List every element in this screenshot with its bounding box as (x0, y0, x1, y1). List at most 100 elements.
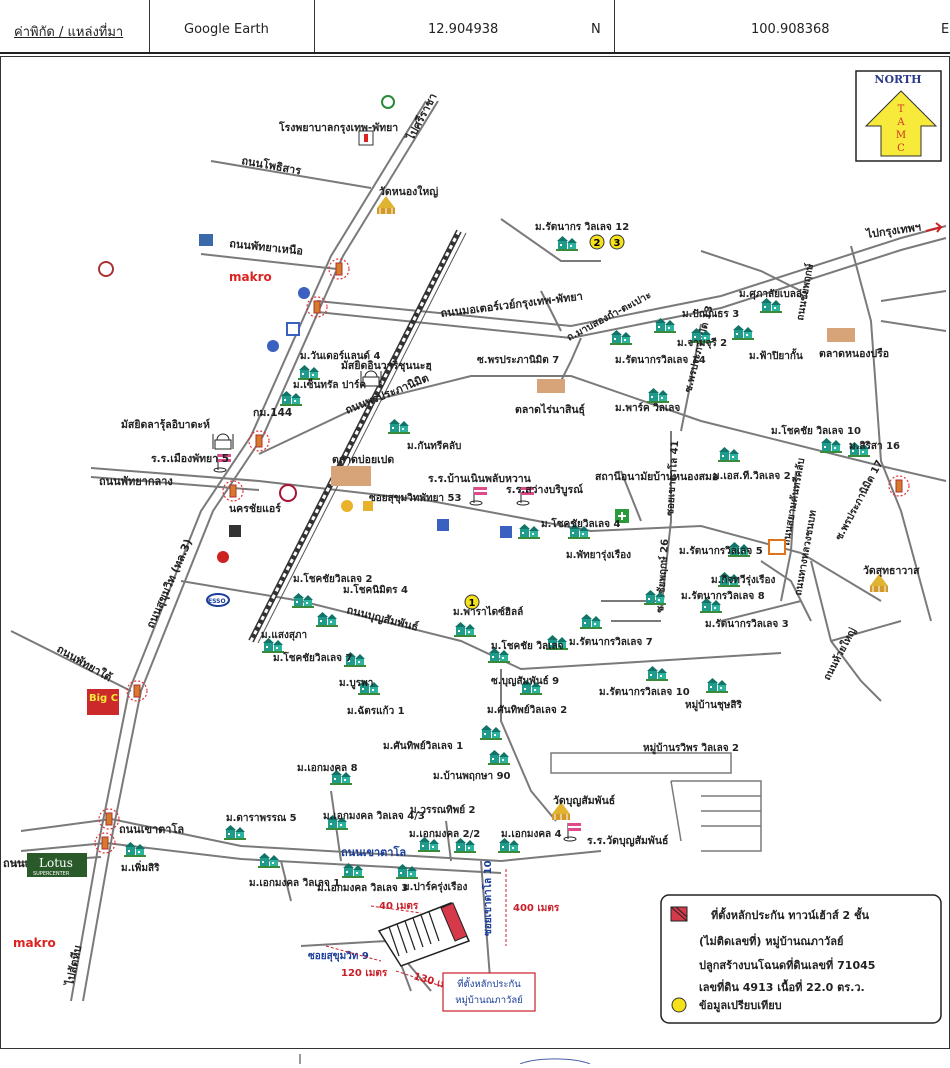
village-label: ม.กันทรีคลับ (407, 440, 461, 452)
header-latitude-cell: 12.904938 N (315, 0, 615, 52)
road-label-soi-53: ซอยสุขุมวิทพัทยา 53 (369, 492, 461, 504)
svg-text:2: 2 (594, 238, 601, 249)
nong-prue-market-label: ตลาดหนองปรือ (819, 347, 889, 360)
legend-text: เลขที่ดิน 4913 เนื้อที่ 22.0 ตร.ว. (699, 979, 865, 994)
north-arrow: NORTH T A M C (855, 70, 942, 162)
village-label: ม.ดาราพรรณ 5 (226, 813, 297, 824)
shop-icon (363, 501, 373, 511)
air-label: นครชัยแอร์ (229, 502, 281, 515)
village-label: ม.ฟ้าปิยากั้น (749, 348, 803, 362)
village-label: ม.ปาร์ครุ่งเรือง (403, 881, 467, 893)
road-label-pattaya-klang: ถนนพัทยากลาง (99, 475, 173, 488)
bus-icon (229, 525, 241, 537)
mosque-icon-2 (212, 433, 234, 450)
esso-label: ESSO (208, 598, 226, 605)
arrow-bangkok (925, 222, 943, 233)
seven-eleven-icon (768, 539, 786, 555)
ptt-icon (298, 287, 310, 299)
svg-text:3: 3 (614, 238, 621, 249)
comparable-marker-2 (589, 234, 605, 250)
village-label: ม.เอกมงคล วิลเลจ 1 (249, 877, 340, 889)
comparable-marker-1 (464, 594, 480, 610)
temple-label-3: วัดบุญสัมพันธ์ (553, 794, 615, 808)
legend-text: ปลูกสร้างบนโฉนดที่ดินเลขที่ 71045 (699, 957, 875, 973)
market-icon-2 (331, 466, 371, 486)
road-label-boonsamphan: ถนนบุญสัมพันธ์ (345, 603, 420, 634)
legend-text: (ไม่ติดเลขที่) หมู่บ้านณภาวัลย์ (699, 933, 843, 949)
school-label-4: ร.ร.วัดบุญสัมพันธ์ (587, 834, 668, 848)
map-canvas: NORTH T A M C ถนนโพธิสาร ถนนพัทยาเหนือ ถ… (3, 70, 947, 1024)
village-label: ม.โชคนิมิตร 4 (343, 583, 408, 596)
esso-icon (206, 593, 230, 607)
village-label: ม.รัตนากรวิลเลจ 10 (599, 686, 690, 698)
map-legend: ที่ตั้งหลักประกัน ทาวน์เฮ้าส์ 2 ชั้น (ไม… (660, 894, 942, 1024)
longitude-direction: E (941, 22, 950, 37)
village-label: ม.รัตนากรวิลเลจ 8 (681, 590, 765, 602)
km-144-label: กม.144 (253, 407, 292, 419)
village-label: ม.เพิ่มสิริ (121, 860, 160, 874)
lotus-logo (27, 853, 87, 877)
village-label: ม.แสงสุภา (261, 630, 307, 641)
road-label-khao-talo-2: ถนนเขาตาโล (341, 845, 406, 859)
village-icons (124, 236, 870, 879)
village-label: ม.สิริสา 16 (849, 440, 900, 452)
village-label: ม.บ้านพฤกษา 90 (433, 770, 511, 782)
subject-parcel (440, 902, 468, 942)
info-icon (286, 322, 300, 336)
header-source-cell: Google Earth (150, 0, 315, 52)
temple-label: วัดหนองใหญ่ (379, 184, 438, 198)
health-center-label: สถานีอนามัยบ้านหนองสมอ (595, 470, 718, 483)
makro-south-label: makro (13, 936, 56, 950)
svg-text:A: A (896, 117, 905, 128)
coordinate-source: Google Earth (184, 22, 269, 37)
latitude-direction: N (591, 22, 601, 37)
village-label: ม.เอกมงคล 4 (501, 829, 562, 840)
store-logos: Big C Lotus SUPERCENTER makro makro ESSO (13, 270, 272, 950)
footer-canvas (299, 1054, 591, 1065)
big-c-label: Big C (89, 693, 118, 704)
village-label: ม.พาร์ค วิลเลจ (615, 402, 680, 414)
railway (248, 229, 467, 644)
police-icon-2 (500, 526, 512, 538)
village-labels: ม.รัตนากร วิลเลจ 12 ม.วันเดอร์แลนด์ 4 ม.… (121, 221, 900, 894)
road-label-khao-talo: ถนนเขาตาโล (119, 822, 184, 836)
village-label: ม.จามจุรี 2 (677, 337, 727, 349)
village-label: หมู่บ้านรวิพร วิลเลจ 2 (643, 742, 739, 755)
latitude-value: 12.904938 (428, 22, 499, 37)
temple-icon (376, 195, 396, 215)
road-label-huai-yai: ถนนห้วยใหญ่ (820, 625, 859, 683)
distance-40m: 40 เมตร (379, 901, 419, 912)
coordinate-label: ค่าพิกัด / แหล่งที่มา (14, 25, 124, 40)
village-label: ม.ปัณณธร 3 (682, 308, 739, 320)
village-label: ม.ฉัตรแก้ว 1 (347, 705, 405, 717)
road-label-soi-7: ซ.พรประภานิมิต 7 (477, 354, 559, 366)
header-label-cell: ค่าพิกัด / แหล่งที่มา (0, 0, 150, 52)
market-icon (537, 379, 565, 393)
market-icon-3 (827, 328, 855, 342)
north-label: NORTH (874, 73, 921, 86)
svg-text:หมู่บ้านณภาวัลย์: หมู่บ้านณภาวัลย์ (455, 994, 523, 1006)
location-map: NORTH T A M C ถนนโพธิสาร ถนนพัทยาเหนือ ถ… (0, 56, 950, 1049)
village-label: ม.โชคชัยวิลเลจ 4 (541, 517, 621, 530)
big-c-logo (87, 689, 119, 715)
village-label: ซ.บุญสัมพันธ์ 9 (491, 675, 559, 687)
village-label: ม.วันเดอร์แลนด์ 4 (300, 350, 381, 362)
school-label: ร.ร.เมืองพัทยา 5 (151, 452, 229, 465)
mosque-label: มัสยิดอินวาริชุนนะฮฺ (341, 360, 432, 373)
road-label-pattaya-tai: ถนนพัทยาใต้ (55, 641, 115, 684)
village-label: ม.เซ็นทรัล ปาร์ค (293, 377, 366, 391)
village-label: ม.เอกมงคล 8 (297, 763, 358, 774)
village-label: ม.รัตนากรวิลเลจ 5 (679, 545, 763, 557)
svg-text:1: 1 (469, 598, 476, 609)
village-label: ม.พาราไดซ์ฮิลล์ (453, 605, 523, 618)
village-label: หมู่บ้านชุษสิริ (685, 699, 742, 712)
school-flag-2 (469, 486, 488, 506)
makro-north-label: makro (229, 270, 272, 284)
distance-120m: 120 เมตร (341, 968, 388, 979)
road-label-motorway: ถนนมอเตอร์เวย์กรุงเทพ-พัทยา (440, 290, 584, 321)
to-bangkok: ไปกรุงเทพฯ (863, 219, 921, 242)
air-conditioner-icon (279, 484, 297, 502)
school-label-3: ร.ร.สว่างบริบูรณ์ (506, 483, 583, 497)
svg-text:C: C (897, 143, 905, 154)
comparable-markers: 1 2 3 (464, 234, 625, 610)
